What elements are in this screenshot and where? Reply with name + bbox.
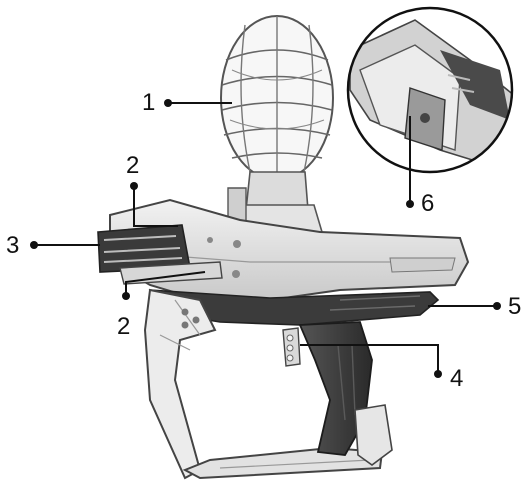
leader-lines <box>34 102 497 374</box>
muzzle-assembly <box>97 224 223 285</box>
pistol-grip <box>298 321 393 466</box>
leader-2-bottom <box>125 271 206 296</box>
front-grip <box>143 288 217 480</box>
callout-1: 1 <box>142 89 156 116</box>
callout-2-bottom: 2 <box>117 313 131 340</box>
leader-2-top <box>133 186 178 227</box>
leader-4 <box>300 344 439 374</box>
callout-4: 4 <box>450 365 464 392</box>
hopper-bottle <box>220 15 334 181</box>
callout-3: 3 <box>6 232 20 259</box>
callout-5: 5 <box>508 293 522 320</box>
detail-inset <box>346 6 514 174</box>
leader-dots <box>30 99 501 378</box>
callout-2-top: 2 <box>126 152 140 179</box>
base-frame <box>182 446 384 480</box>
trigger <box>282 327 301 367</box>
callout-6: 6 <box>421 190 435 217</box>
